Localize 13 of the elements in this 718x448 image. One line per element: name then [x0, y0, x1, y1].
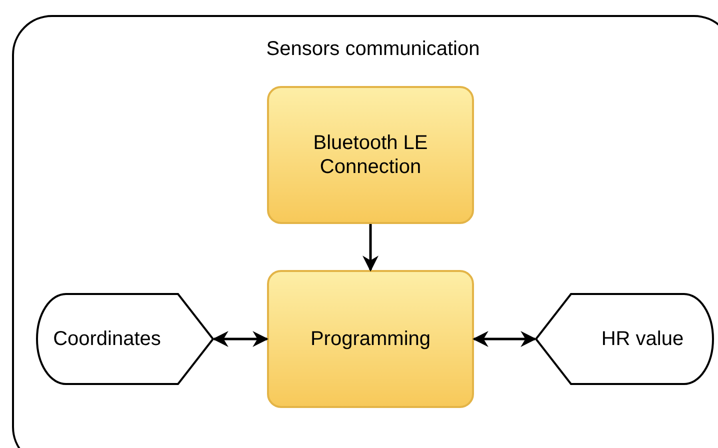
node-label: HR value: [600, 327, 685, 351]
node-label: Coordinates: [52, 327, 162, 351]
display-shape: [36, 293, 214, 385]
arrow: [212, 331, 269, 347]
arrow: [472, 331, 537, 347]
process-box: [267, 86, 474, 224]
group-frame: [12, 15, 718, 448]
node-label: Programming: [309, 327, 432, 351]
arrow: [362, 224, 378, 272]
node-label: Bluetooth LE Connection: [312, 131, 429, 179]
process-box: [267, 270, 474, 408]
group-title: Sensors communication: [265, 37, 481, 61]
display-shape: [535, 293, 714, 385]
